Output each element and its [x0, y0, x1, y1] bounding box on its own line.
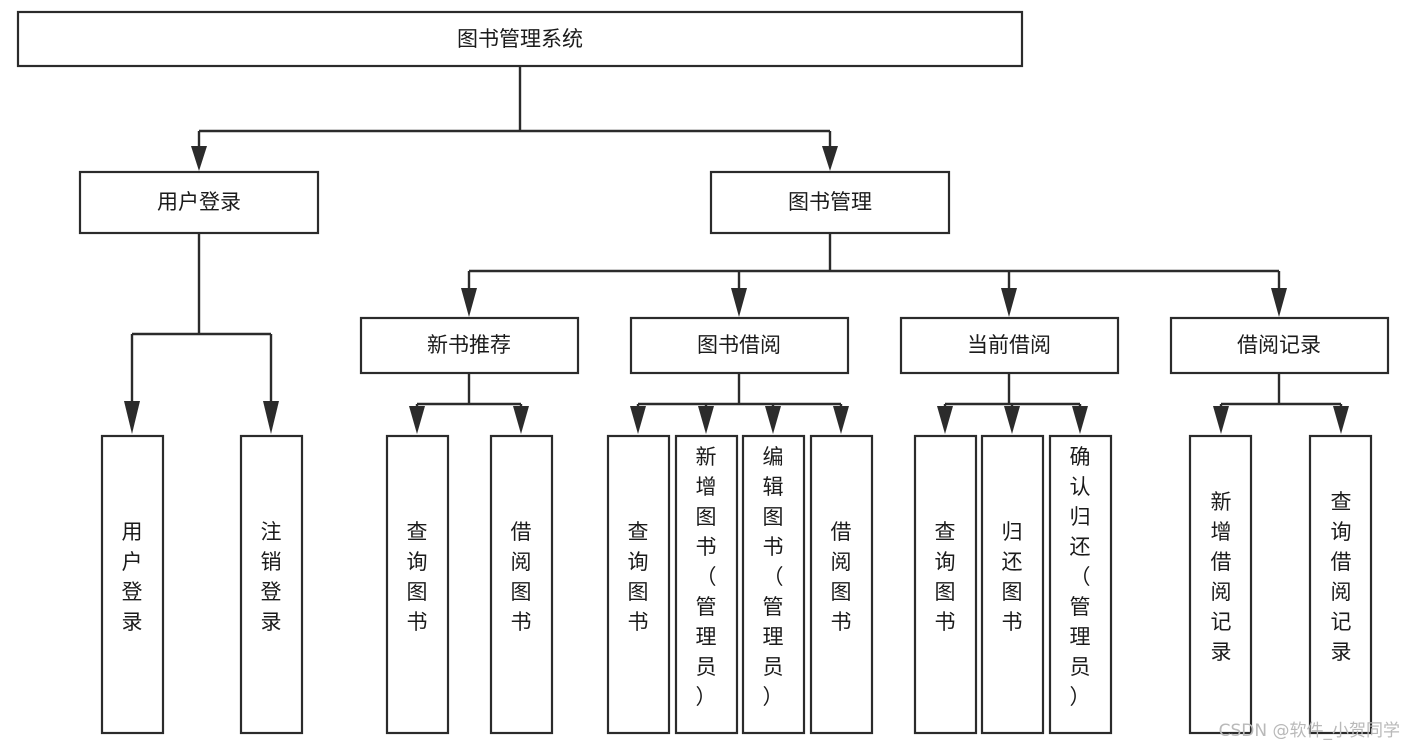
node-leaf-user-login-box[interactable] — [100, 434, 165, 735]
node-leaf-edit-book-label: 编辑图书（管理员） — [763, 445, 784, 709]
node-user-login-label: 用户登录 — [157, 190, 241, 214]
arrow-head-leaf-query-book-2 — [630, 406, 646, 434]
arrow-head-leaf-query-book-3 — [937, 406, 953, 434]
node-leaf-query-book-2-box[interactable] — [606, 434, 671, 735]
node-leaf-user-login-label: 用户登录 — [122, 520, 143, 634]
node-leaf-confirm-return-label: 确认归还（管理员） — [1070, 445, 1091, 709]
node-book-management[interactable]: 图书管理 — [709, 170, 951, 235]
node-book-borrow-box[interactable] — [629, 316, 850, 375]
node-leaf-borrow-book-1[interactable]: 借阅图书 — [489, 434, 554, 735]
arrow-head-book-borrow — [731, 288, 747, 317]
node-leaf-logout-login-box[interactable] — [239, 434, 304, 735]
node-leaf-borrow-book-1-label: 借阅图书 — [511, 520, 532, 634]
arrow-head-leaf-edit-book — [765, 406, 781, 434]
node-leaf-borrow-book-2[interactable]: 借阅图书 — [809, 434, 874, 735]
node-leaf-edit-book-box[interactable] — [741, 434, 806, 735]
node-new-book-recommend[interactable]: 新书推荐 — [359, 316, 580, 375]
node-leaf-confirm-return-box[interactable] — [1048, 434, 1113, 735]
node-root-label: 图书管理系统 — [457, 27, 583, 51]
node-leaf-borrow-book-1-box[interactable] — [489, 434, 554, 735]
node-leaf-logout-login-label: 注销登录 — [261, 520, 282, 634]
node-leaf-add-record-label: 新增借阅记录 — [1211, 490, 1232, 664]
node-leaf-query-book-3-label: 查询图书 — [935, 520, 956, 634]
node-leaf-query-book-1[interactable]: 查询图书 — [385, 434, 450, 735]
watermark-label: CSDN @软件_小贺同学 — [1219, 721, 1400, 741]
node-user-login[interactable]: 用户登录 — [78, 170, 320, 235]
node-leaf-query-book-3[interactable]: 查询图书 — [913, 434, 978, 735]
node-book-borrow-label: 图书借阅 — [697, 333, 781, 357]
node-current-borrow-box[interactable] — [899, 316, 1120, 375]
node-leaf-user-login[interactable]: 用户登录 — [100, 434, 165, 735]
node-new-book-recommend-label: 新书推荐 — [427, 333, 511, 357]
arrow-head-leaf-user-login — [124, 401, 140, 434]
arrow-head-current-borrow — [1001, 288, 1017, 317]
arrow-head-new-book-recommend — [461, 288, 477, 317]
node-current-borrow-label: 当前借阅 — [967, 333, 1051, 357]
node-current-borrow[interactable]: 当前借阅 — [899, 316, 1120, 375]
arrow-head-book-management — [822, 146, 838, 171]
node-borrow-record[interactable]: 借阅记录 — [1169, 316, 1390, 375]
node-root[interactable]: 图书管理系统 — [16, 10, 1024, 68]
node-leaf-borrow-book-2-box[interactable] — [809, 434, 874, 735]
node-leaf-logout-login[interactable]: 注销登录 — [239, 434, 304, 735]
node-leaf-return-book[interactable]: 归还图书 — [980, 434, 1045, 735]
node-leaf-query-record-label: 查询借阅记录 — [1331, 490, 1352, 664]
node-borrow-record-label: 借阅记录 — [1237, 333, 1321, 357]
node-leaf-add-record[interactable]: 新增借阅记录 — [1188, 434, 1253, 735]
node-leaf-query-book-2-label: 查询图书 — [628, 520, 649, 634]
arrow-head-borrow-record — [1271, 288, 1287, 317]
arrow-head-leaf-confirm-return — [1072, 406, 1088, 434]
node-book-management-label: 图书管理 — [788, 190, 872, 214]
node-leaf-borrow-book-2-label: 借阅图书 — [831, 520, 852, 634]
arrow-head-leaf-return-book — [1004, 406, 1020, 434]
node-leaf-edit-book[interactable]: 编辑图书（管理员） — [741, 434, 806, 735]
node-leaf-return-book-label: 归还图书 — [1002, 520, 1023, 634]
arrow-head-leaf-query-record — [1333, 406, 1349, 434]
node-book-management-box[interactable] — [709, 170, 951, 235]
arrow-head-leaf-logout-login — [263, 401, 279, 434]
node-leaf-query-book-3-box[interactable] — [913, 434, 978, 735]
node-borrow-record-box[interactable] — [1169, 316, 1390, 375]
node-leaf-query-record-box[interactable] — [1308, 434, 1373, 735]
node-leaf-query-record[interactable]: 查询借阅记录 — [1308, 434, 1373, 735]
arrow-head-leaf-query-book-1 — [409, 406, 425, 434]
node-leaf-query-book-2[interactable]: 查询图书 — [606, 434, 671, 735]
node-leaf-query-book-1-label: 查询图书 — [407, 520, 428, 634]
connector-layer — [124, 66, 1349, 434]
node-leaf-add-book-box[interactable] — [674, 434, 739, 735]
node-leaf-confirm-return[interactable]: 确认归还（管理员） — [1048, 434, 1113, 735]
arrow-head-leaf-add-record — [1213, 406, 1229, 434]
arrow-head-user-login — [191, 146, 207, 171]
node-leaf-add-record-box[interactable] — [1188, 434, 1253, 735]
node-leaf-add-book-label: 新增图书（管理员） — [696, 445, 717, 709]
node-new-book-recommend-box[interactable] — [359, 316, 580, 375]
node-book-borrow[interactable]: 图书借阅 — [629, 316, 850, 375]
node-leaf-return-book-box[interactable] — [980, 434, 1045, 735]
node-root-box[interactable] — [16, 10, 1024, 68]
arrow-head-leaf-borrow-book-2 — [833, 406, 849, 434]
arrow-head-leaf-borrow-book-1 — [513, 406, 529, 434]
node-leaf-query-book-1-box[interactable] — [385, 434, 450, 735]
arrow-head-leaf-add-book — [698, 406, 714, 434]
node-user-login-box[interactable] — [78, 170, 320, 235]
node-leaf-add-book[interactable]: 新增图书（管理员） — [674, 434, 739, 735]
